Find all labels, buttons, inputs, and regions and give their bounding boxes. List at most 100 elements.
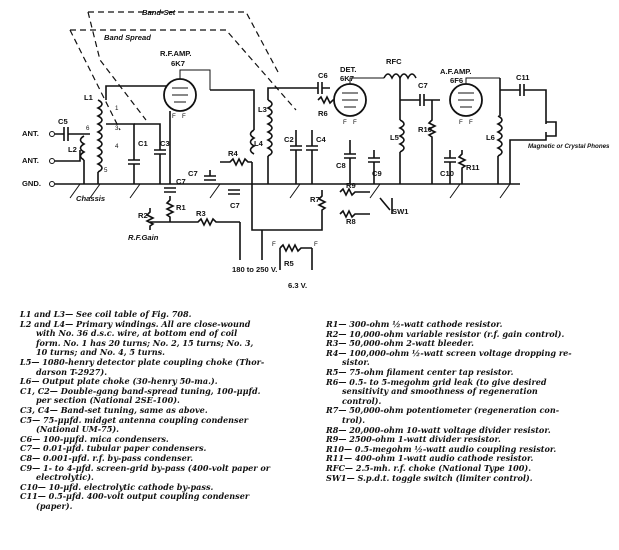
l3-l4-wiring <box>210 87 300 184</box>
ant2-label: ANT. <box>22 156 39 165</box>
c6-capacitor <box>300 82 330 94</box>
legend-row: with No. 36 d.s.c. wire, at bottom end o… <box>36 328 238 339</box>
rf-amp-elements <box>172 69 211 103</box>
det-tube-type: 6K7 <box>340 74 354 83</box>
band-spread-label: Band Spread <box>104 33 151 42</box>
legend-row: SW1— S.p.d.t. toggle switch (limiter con… <box>326 472 533 483</box>
rfc-choke <box>383 73 417 80</box>
c2-label: C2 <box>284 135 294 144</box>
legend-right: R1— 300-ohm ½-watt cathode resistor. R2—… <box>326 319 616 483</box>
c5-capacitor <box>55 127 90 141</box>
phones-label: Magnetic or Crystal Phones <box>528 143 610 150</box>
r4-resistor <box>220 157 252 167</box>
supply-wiring <box>239 162 323 260</box>
legend-row: per section (National 2SE-100). <box>36 395 180 406</box>
r1-resistor <box>165 196 175 222</box>
c1-capacitor <box>128 150 140 184</box>
r10-label: R10 <box>418 125 432 134</box>
band-spread-linkage <box>70 29 297 111</box>
chassis-label: Chassis <box>76 194 105 203</box>
legend-row: C8— 0.001-μfd. r.f. by-pass condenser. <box>20 452 194 463</box>
receiver-schematic: Band-Set Band Spread ANT. ANT. GND. C5 C… <box>22 8 610 290</box>
af-amp-elements <box>458 77 500 108</box>
l1-wiring <box>83 85 168 184</box>
legend-row: R4— 100,000-ohm ½-watt screen voltage dr… <box>326 347 572 358</box>
r5-label: R5 <box>284 259 294 268</box>
legend-row: control). <box>342 395 382 406</box>
legend-left: L1 and L3— See coil table of Fig. 708. L… <box>20 309 325 511</box>
c2-capacitor <box>290 130 302 184</box>
detector-elements <box>342 77 384 108</box>
c8-label: C8 <box>336 161 346 170</box>
r2-label: R2 <box>138 211 148 220</box>
legend-row: C3, C4— Band-set tuning, same as above. <box>20 404 208 415</box>
c7-cap-audio <box>400 94 440 106</box>
rf-amp-title: R.F.AMP. <box>160 49 192 58</box>
legend-row: R11— 400-ohm 1-watt audio cathode resist… <box>326 453 534 464</box>
c7-cap-rf <box>164 187 176 193</box>
l3-coil <box>266 99 273 157</box>
det-filament-2: F <box>353 119 357 126</box>
c6-label: C6 <box>318 71 328 80</box>
af-filament: F <box>459 119 463 126</box>
legend-row: R8— 20,000-ohm 10-watt voltage divider r… <box>326 424 551 435</box>
legend-row: electrolytic). <box>36 472 94 483</box>
legend-row: L1 and L3— See coil table of Fig. 708. <box>20 309 192 319</box>
legend-row: (paper). <box>36 500 73 511</box>
c11-label: C11 <box>516 73 530 82</box>
c10-capacitor <box>444 150 456 184</box>
rf-amp-tube-type: 6K7 <box>171 59 185 68</box>
r8-label: R8 <box>346 217 356 226</box>
l3-label: L3 <box>258 105 267 114</box>
r11-label: R11 <box>466 163 480 172</box>
ant-terminal-1 <box>49 131 55 137</box>
r10-resistor <box>427 100 437 184</box>
rfc-label: RFC <box>386 57 402 66</box>
c7-cap-screen <box>204 170 216 181</box>
det-title: DET. <box>340 65 356 74</box>
ant2-wire <box>55 150 81 162</box>
output-wiring <box>497 78 547 184</box>
c9-capacitor <box>368 150 380 184</box>
l6-label: L6 <box>486 133 495 142</box>
sw1-label: SW1 <box>392 207 409 216</box>
legend-row: R2— 10,000-ohm variable resistor (r.f. g… <box>326 328 565 339</box>
c5-label: C5 <box>58 117 68 126</box>
c8-capacitor <box>344 140 356 184</box>
fil-f-left: F <box>272 241 276 248</box>
gnd-label: GND. <box>22 179 41 188</box>
l4-label: L4 <box>254 139 264 148</box>
r9-label: R9 <box>346 181 356 190</box>
c3-capacitor <box>134 123 166 184</box>
r2-r3-network <box>145 208 240 230</box>
pin-1: 1 <box>115 105 119 112</box>
legend-row: C1, C2— Double-gang band-spread tuning, … <box>20 385 261 396</box>
legend-row: L2 and L4— Primary windings. All are clo… <box>20 318 251 329</box>
rf-gain-label: R.F.Gain <box>128 233 159 242</box>
r6-resistor <box>317 95 334 105</box>
legend-row: RFC— 2.5-mh. r.f. choke (National Type 1… <box>326 462 532 473</box>
af-amp-title: A.F.AMP. <box>440 67 472 76</box>
c7-cap-lower <box>228 189 240 195</box>
c1-label: C1 <box>138 139 148 148</box>
rf-amp-filament-2: F <box>182 113 186 120</box>
pin-5: 5 <box>104 167 108 174</box>
sw1-switch <box>379 197 393 214</box>
pin-6: 6 <box>86 125 90 132</box>
band-set-linkage-left <box>87 11 147 121</box>
r9-resistor <box>339 187 370 197</box>
supply-fil-label: 6.3 V. <box>288 281 307 290</box>
r4-label: R4 <box>228 149 238 158</box>
legend-row: R3— 50,000-ohm 2-watt bleeder. <box>326 338 474 349</box>
r6-label: R6 <box>318 109 328 118</box>
legend-row: (National UM-75). <box>36 424 119 435</box>
l4-coil <box>249 129 256 155</box>
supply-hv-label: 180 to 250 V. <box>232 265 277 274</box>
legend-row: R6— 0.5- to 5-megohm grid leak (to give … <box>326 376 547 387</box>
band-spread-linkage-left <box>69 29 121 131</box>
r7-potentiometer <box>317 190 327 214</box>
r8-resistor <box>339 209 370 219</box>
l1-label: L1 <box>84 93 94 102</box>
r1-label: R1 <box>176 203 186 212</box>
ant-terminal-2 <box>49 158 55 164</box>
